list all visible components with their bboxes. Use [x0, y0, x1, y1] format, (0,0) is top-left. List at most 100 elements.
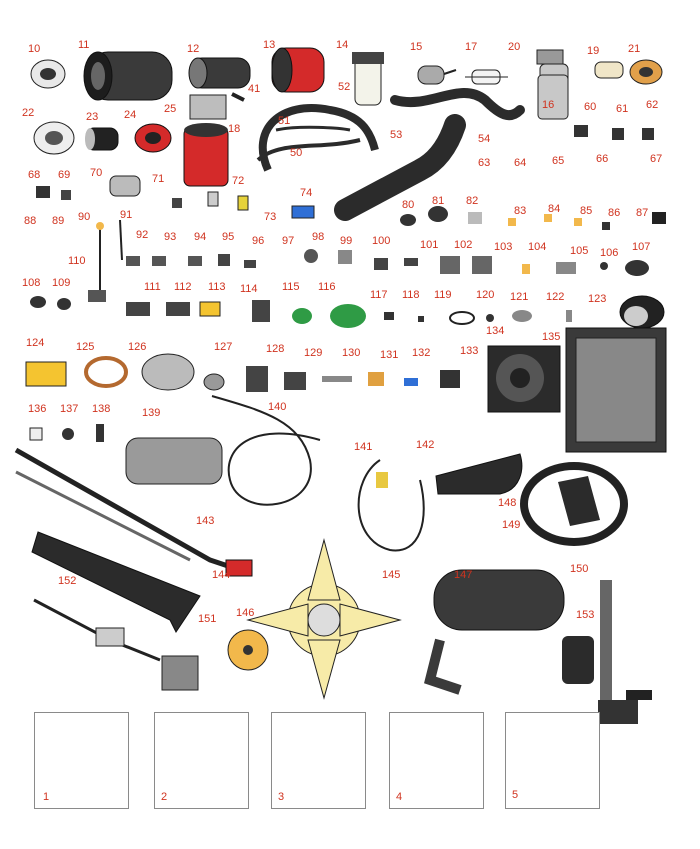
screw-41: [231, 92, 245, 102]
cable-140: [211, 395, 321, 506]
callout-1: 1: [43, 791, 50, 803]
callout-18: 18: [228, 123, 241, 135]
fuel-solenoid-70: [109, 175, 141, 197]
callout-124: 124: [26, 337, 45, 349]
caps-115-116: [292, 304, 366, 328]
oil-filter-22: [33, 121, 75, 155]
callout-72: 72: [232, 175, 245, 187]
callout-103: 103: [494, 241, 513, 253]
callout-14: 14: [336, 39, 349, 51]
seat-cushion-142: [435, 453, 523, 495]
callout-116: 116: [318, 281, 336, 293]
callout-134: 134: [486, 325, 505, 337]
throttle-cable-141: [357, 459, 425, 552]
hub-134: [487, 345, 561, 413]
fuel-filter-16: [537, 74, 569, 120]
callout-131: 131: [380, 349, 399, 361]
connector-71: [172, 198, 182, 208]
callout-150: 150: [570, 563, 589, 575]
hydraulic-filter-13: [271, 47, 325, 93]
callout-90: 90: [78, 211, 91, 223]
small-parts-136-138: [29, 424, 104, 442]
valve-153: [562, 636, 594, 684]
callout-3: 3: [278, 791, 285, 803]
cable-144: [15, 470, 191, 562]
callout-23: 23: [86, 111, 99, 123]
callout-120: 120: [476, 289, 495, 301]
callout-109: 109: [52, 277, 71, 289]
callout-25: 25: [164, 103, 177, 115]
bracket-151: [31, 531, 201, 633]
callout-21: 21: [628, 43, 641, 55]
callout-151: 151: [198, 613, 217, 625]
callout-101: 101: [420, 239, 439, 251]
pads-111-114: [126, 300, 270, 322]
kit-3-box: [271, 712, 366, 809]
callout-118: 118: [402, 289, 420, 301]
callout-144: 144: [212, 569, 231, 581]
callout-50: 50: [290, 147, 303, 159]
gear-80: [400, 214, 416, 226]
pulley-146: [227, 629, 269, 671]
callout-95: 95: [222, 231, 235, 243]
callout-140: 140: [268, 401, 287, 413]
callout-145: 145: [382, 569, 401, 581]
fuse-74: [291, 205, 315, 219]
callout-11: 11: [78, 39, 90, 51]
callout-117: 117: [370, 289, 388, 301]
callout-121: 121: [510, 291, 529, 303]
callout-51: 51: [278, 115, 291, 127]
relays-60-62: [574, 125, 654, 140]
callout-85: 85: [580, 205, 593, 217]
sensor-73: [237, 195, 249, 211]
callout-141: 141: [354, 441, 373, 453]
callout-133: 133: [460, 345, 479, 357]
callout-81: 81: [432, 195, 445, 207]
callout-69: 69: [58, 169, 71, 181]
bushing-81: [428, 206, 448, 222]
callout-108: 108: [22, 277, 41, 289]
callout-71: 71: [152, 173, 165, 185]
callout-152: 152: [58, 575, 77, 587]
callout-20: 20: [508, 41, 521, 53]
fuel-pump-15: [417, 65, 457, 85]
callout-113: 113: [208, 281, 226, 293]
filter-23: [85, 127, 119, 151]
callout-66: 66: [596, 153, 609, 165]
callout-136: 136: [28, 403, 47, 415]
air-intake-hose-53: [334, 114, 466, 221]
washers-108-110: [30, 290, 106, 310]
hose-50: [256, 138, 361, 162]
battery-cable-143: [14, 447, 253, 577]
callout-123: 123: [588, 293, 607, 305]
callout-61: 61: [616, 103, 629, 115]
switch-68: [36, 186, 50, 198]
callout-80: 80: [402, 199, 415, 211]
callout-54: 54: [478, 133, 491, 145]
callout-128: 128: [266, 343, 285, 355]
callout-146: 146: [236, 607, 255, 619]
oil-filter-10: [30, 59, 66, 89]
callout-52: 52: [338, 81, 351, 93]
callout-70: 70: [90, 167, 103, 179]
callout-110: 110: [68, 255, 86, 267]
callout-2: 2: [161, 791, 168, 803]
kit-4-box: [389, 712, 484, 809]
bushing-127: [203, 373, 225, 391]
filter-head-25: [189, 94, 227, 120]
callout-125: 125: [76, 341, 95, 353]
callout-135: 135: [542, 331, 561, 343]
dipstick-91: [119, 219, 123, 261]
callout-91: 91: [120, 209, 133, 221]
hose-51: [275, 125, 351, 132]
callout-153: 153: [576, 609, 595, 621]
spacer-82: [468, 212, 482, 224]
oil-filter-24: [134, 123, 172, 153]
callout-13: 13: [263, 39, 276, 51]
callout-93: 93: [164, 231, 177, 243]
brackets-128-133: [246, 366, 460, 392]
callout-15: 15: [410, 41, 423, 53]
callout-143: 143: [196, 515, 215, 527]
callout-53: 53: [390, 129, 403, 141]
sensor-72: [207, 191, 219, 207]
